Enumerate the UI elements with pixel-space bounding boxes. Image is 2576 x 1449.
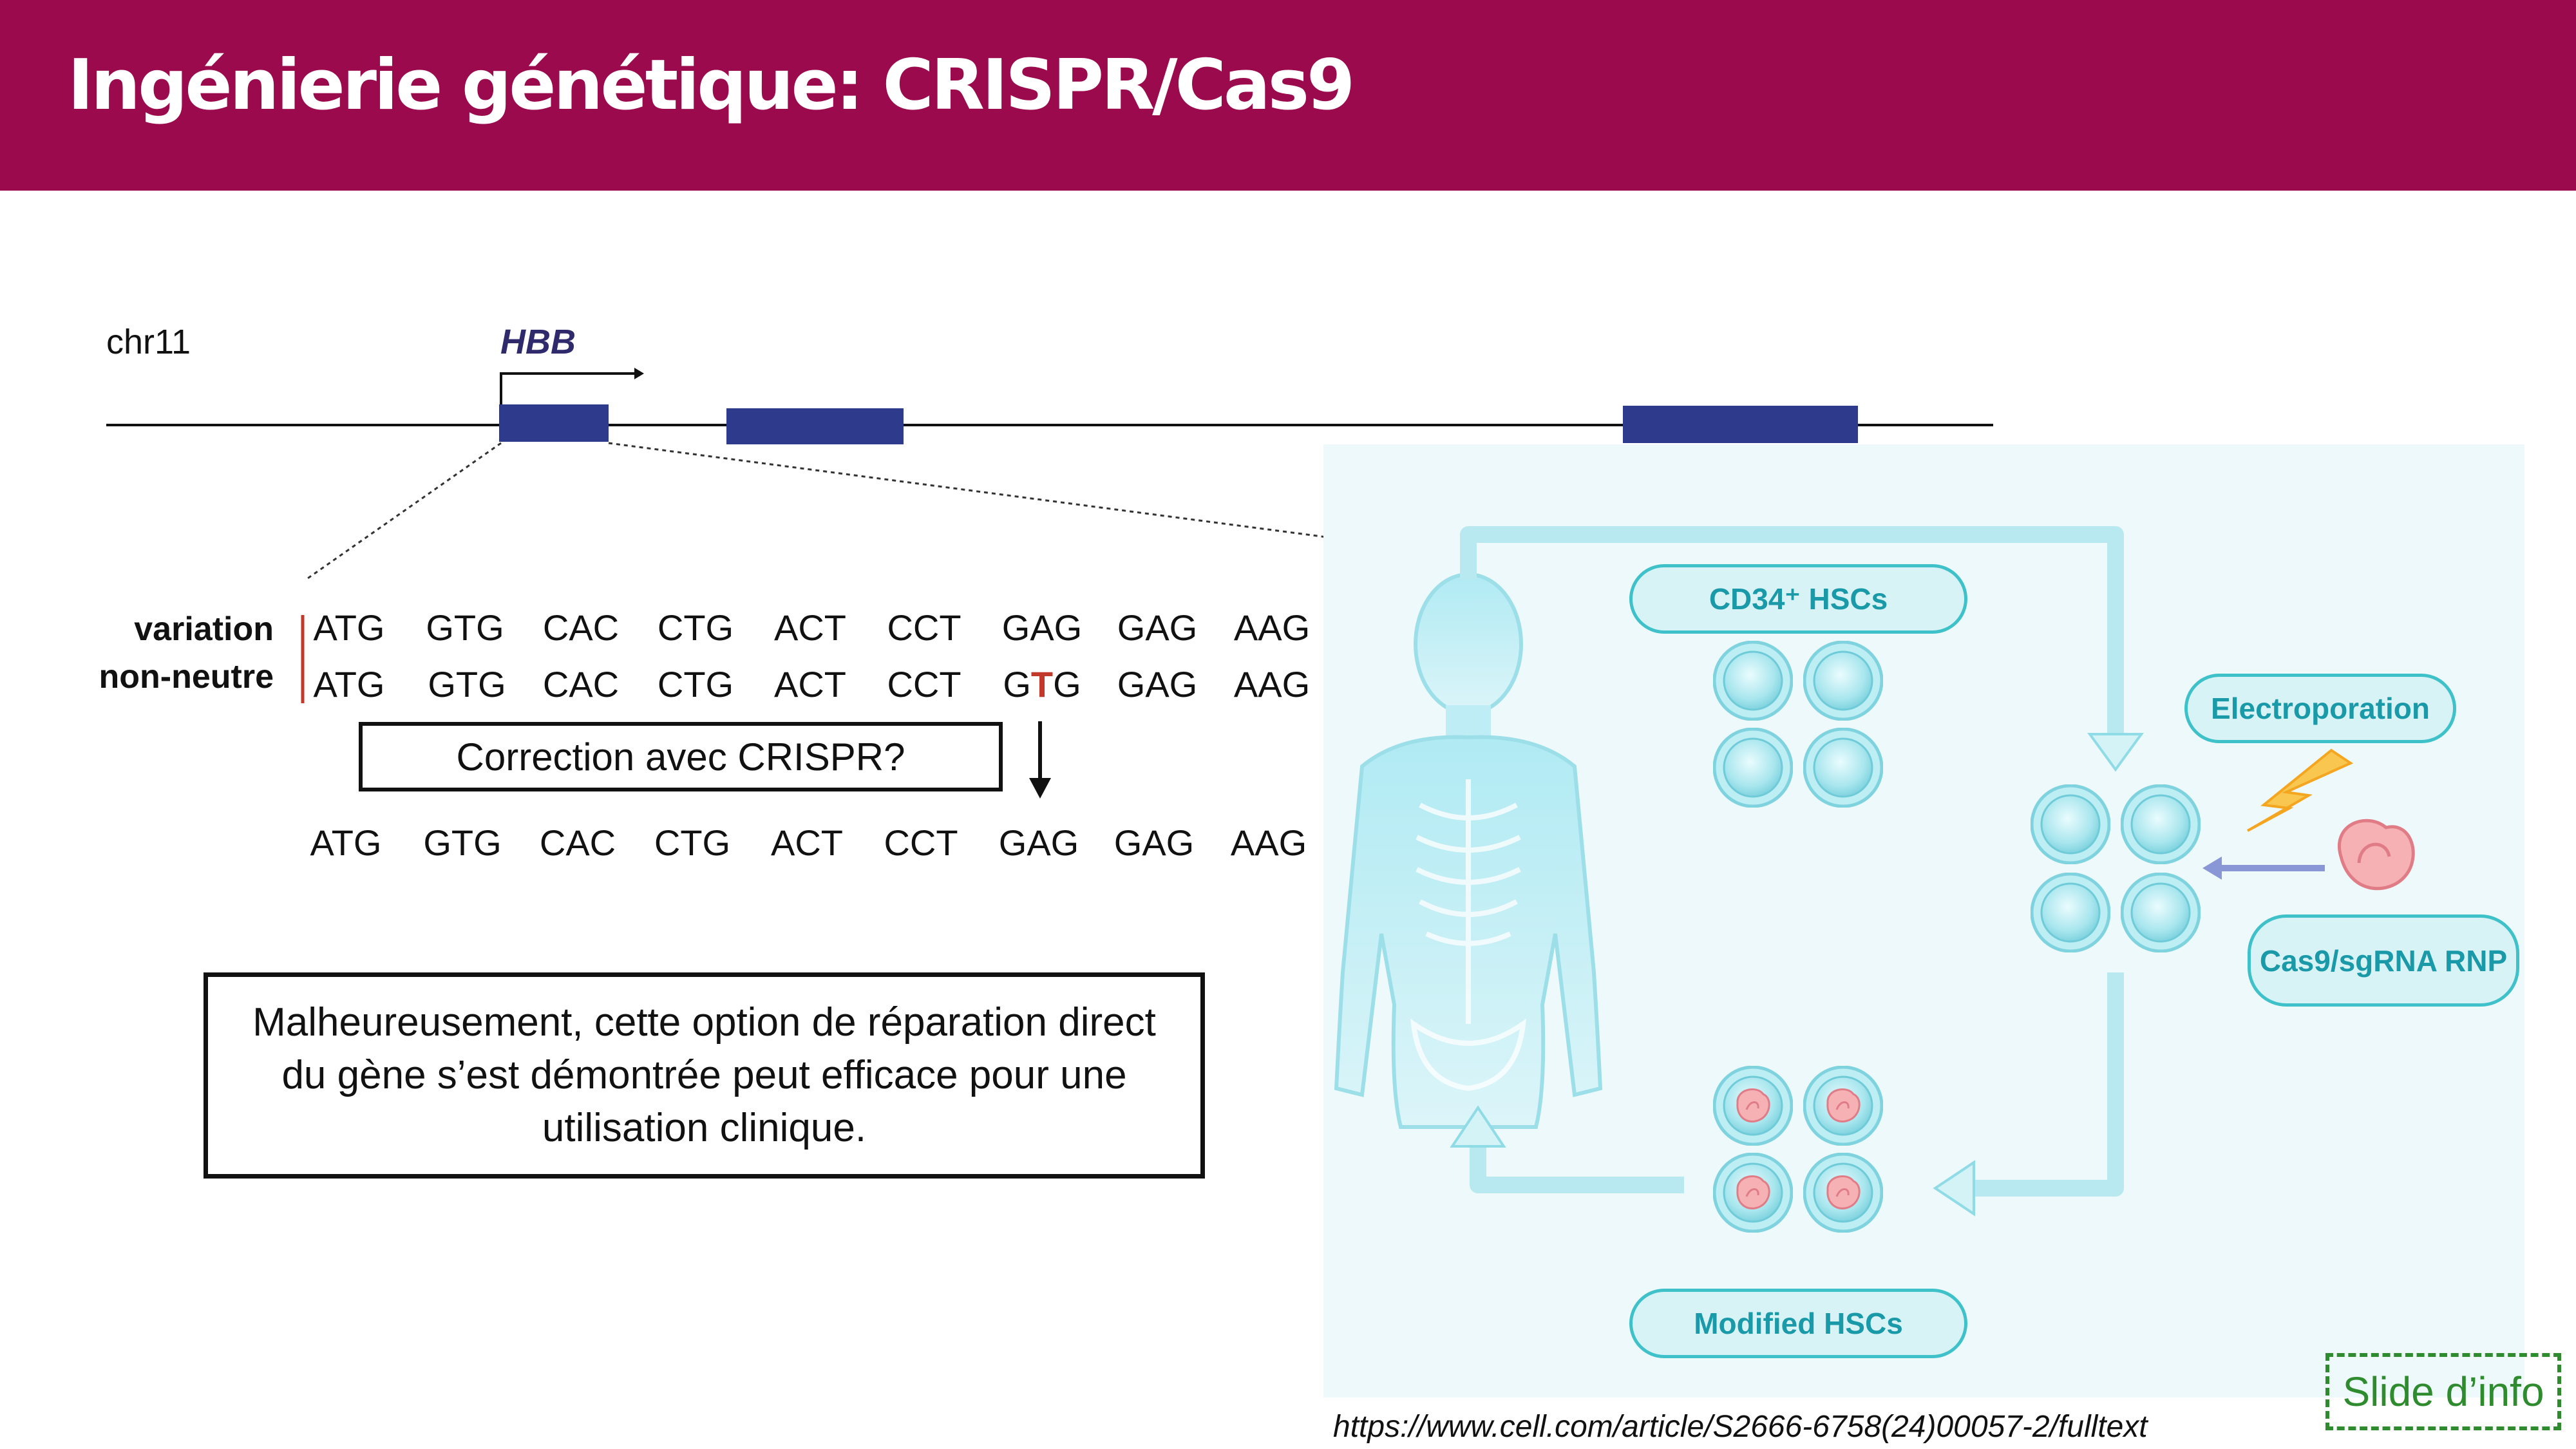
zoom-line-left — [305, 442, 502, 581]
transcription-arrow-head — [634, 368, 644, 379]
mutated-codon: GTG — [994, 663, 1090, 705]
correction-arrow-head — [1029, 778, 1051, 799]
exon-2 — [726, 408, 904, 444]
variant-codon: CCT — [887, 664, 961, 705]
mutation-highlight: T — [1030, 664, 1054, 705]
cas9-rnp-icon — [2338, 819, 2415, 891]
cd34-cells — [1714, 642, 1882, 806]
variation-label: variation non-neutre — [99, 611, 274, 696]
exon-1 — [499, 404, 609, 442]
corrected-codon: ACT — [771, 822, 843, 863]
variant-codon: AAG — [1233, 664, 1311, 705]
variant-codon: ATG — [313, 664, 385, 705]
corrected-codon: CTG — [654, 822, 731, 863]
source-url[interactable]: https://www.cell.com/article/S2666-6758(… — [1333, 1410, 2148, 1444]
clinical-note: Malheureusement, cette option de réparat… — [204, 972, 1205, 1179]
mutated-codon-base: G — [1003, 664, 1031, 705]
reference-codon: CTG — [657, 607, 734, 648]
corrected-codon: ATG — [310, 822, 382, 863]
variant-codon: ACT — [774, 664, 846, 705]
variant-codon: GAG — [1117, 664, 1198, 705]
reference-codon: AAG — [1233, 607, 1311, 648]
reference-codon: GTG — [426, 607, 504, 648]
gene-label: HBB — [500, 323, 576, 361]
corrected-codon: AAG — [1230, 822, 1307, 863]
transcription-start-arrow — [500, 372, 634, 404]
lightning-icon — [2246, 748, 2354, 832]
reference-codon: CCT — [887, 607, 961, 648]
zoom-line-right — [608, 442, 1701, 587]
corrected-codon: GAG — [998, 822, 1079, 863]
corrected-codon: CAC — [539, 822, 616, 863]
reference-codon: ACT — [774, 607, 846, 648]
electroporated-cells — [2032, 786, 2199, 951]
reference-codon: GAG — [1001, 607, 1083, 648]
reference-codon: CAC — [542, 607, 620, 648]
slide-title: Ingénierie génétique: CRISPR/Cas9 — [68, 45, 1355, 126]
title-bar — [0, 0, 2576, 191]
correction-label: Correction avec CRISPR? — [359, 722, 1003, 791]
reference-codon: ATG — [313, 607, 385, 648]
slide-info-tag: Slide d’info — [2325, 1353, 2561, 1430]
human-body-figure — [1334, 573, 1603, 1129]
chromosome-label: chr11 — [106, 323, 191, 361]
therapy-cycle-illustration — [1334, 526, 2415, 1397]
delivery-arrow — [2202, 857, 2325, 880]
corrected-codon: GTG — [423, 822, 502, 863]
variant-codon: CAC — [542, 664, 620, 705]
electroporation-label: Electroporation — [2184, 674, 2456, 743]
cd34-hscs-label: CD34⁺ HSCs — [1629, 564, 1967, 634]
cas9-sgrna-rnp-label: Cas9/sgRNA RNP — [2248, 914, 2519, 1007]
exon-3 — [1623, 406, 1858, 443]
modified-cells — [1714, 1067, 1882, 1231]
cycle-arrow-heads — [1450, 733, 2144, 1217]
corrected-codon: CCT — [884, 822, 958, 863]
corrected-codon: GAG — [1113, 822, 1195, 863]
variant-codon: CTG — [657, 664, 734, 705]
reference-codon: GAG — [1117, 607, 1198, 648]
mutated-codon-base: G — [1053, 664, 1081, 705]
modified-hscs-label: Modified HSCs — [1629, 1289, 1967, 1358]
cycle-arrows — [1460, 526, 2124, 1197]
variant-codon: GTG — [428, 664, 506, 705]
